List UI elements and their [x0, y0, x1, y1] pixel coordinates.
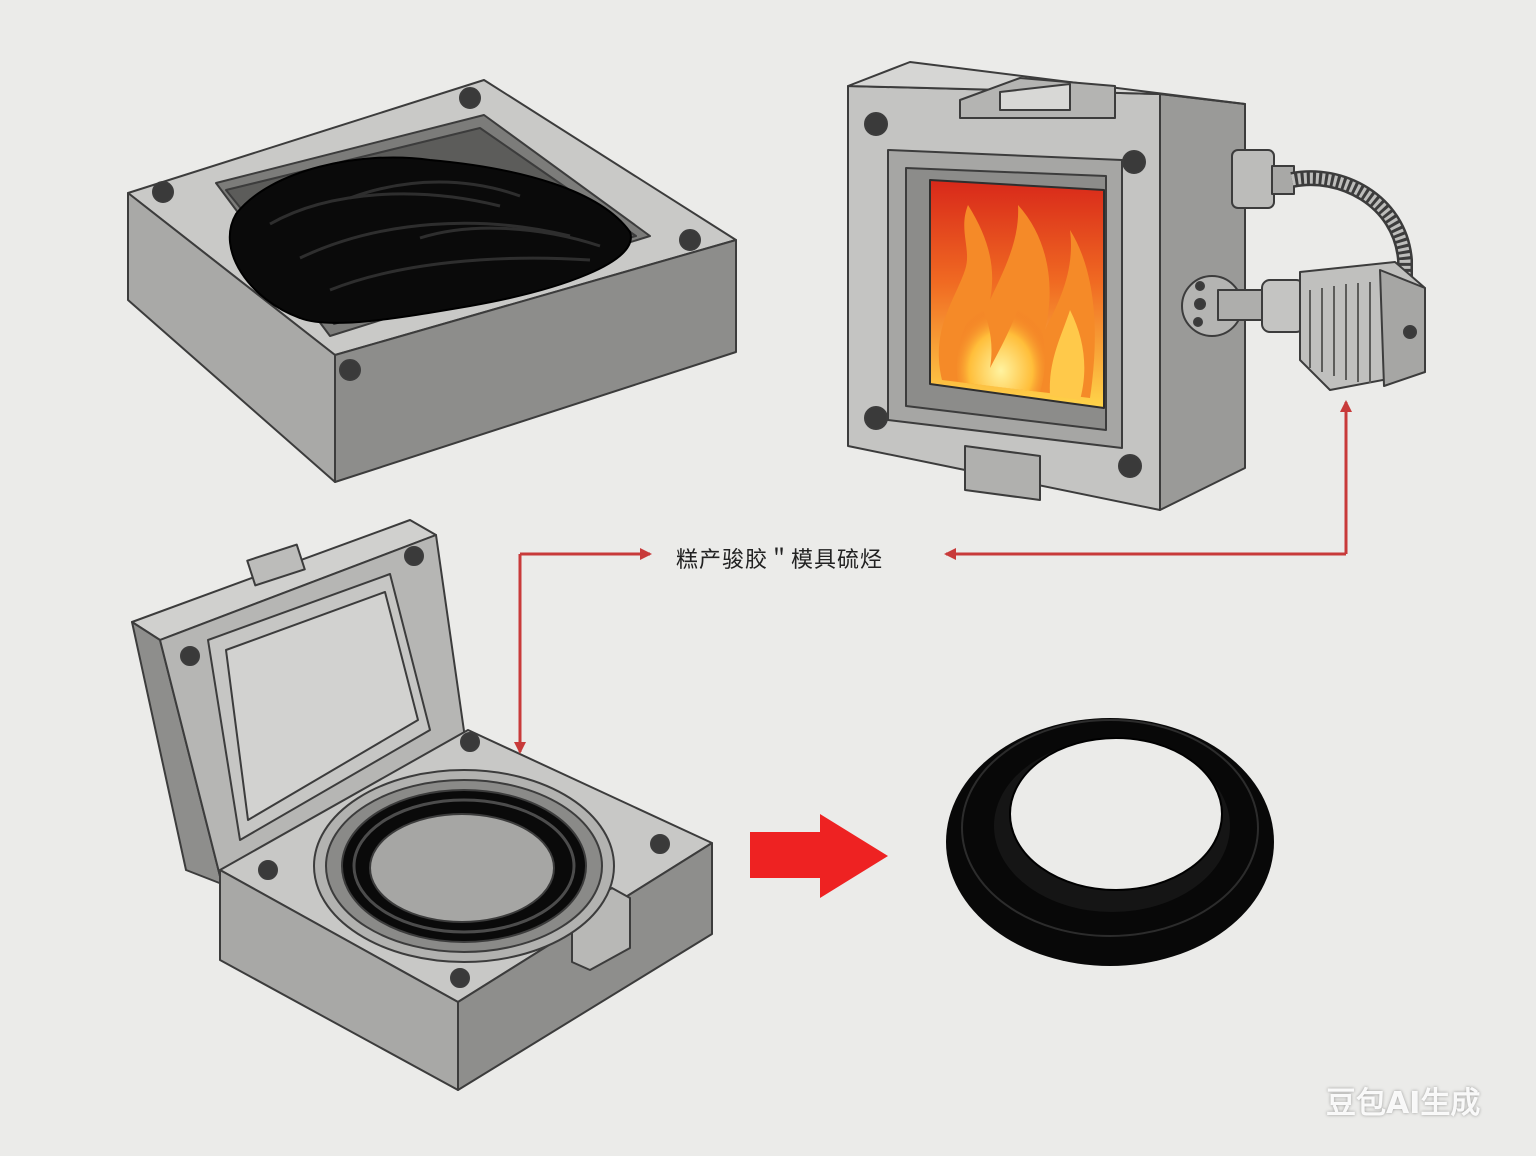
rubber-seal-ring-icon [946, 718, 1274, 966]
open-mold-with-raw-rubber-icon [127, 79, 737, 483]
ai-watermark: 豆包AI生成 [1326, 1086, 1481, 1121]
right-arrow-icon [750, 814, 888, 898]
connector-arrows [514, 400, 1352, 754]
process-caption: 糕产骏胶＂模具硫烃 [676, 548, 884, 573]
vulcanizing-press-with-flame-icon [847, 61, 1426, 511]
hinged-mold-with-seal-icon [131, 519, 713, 1091]
